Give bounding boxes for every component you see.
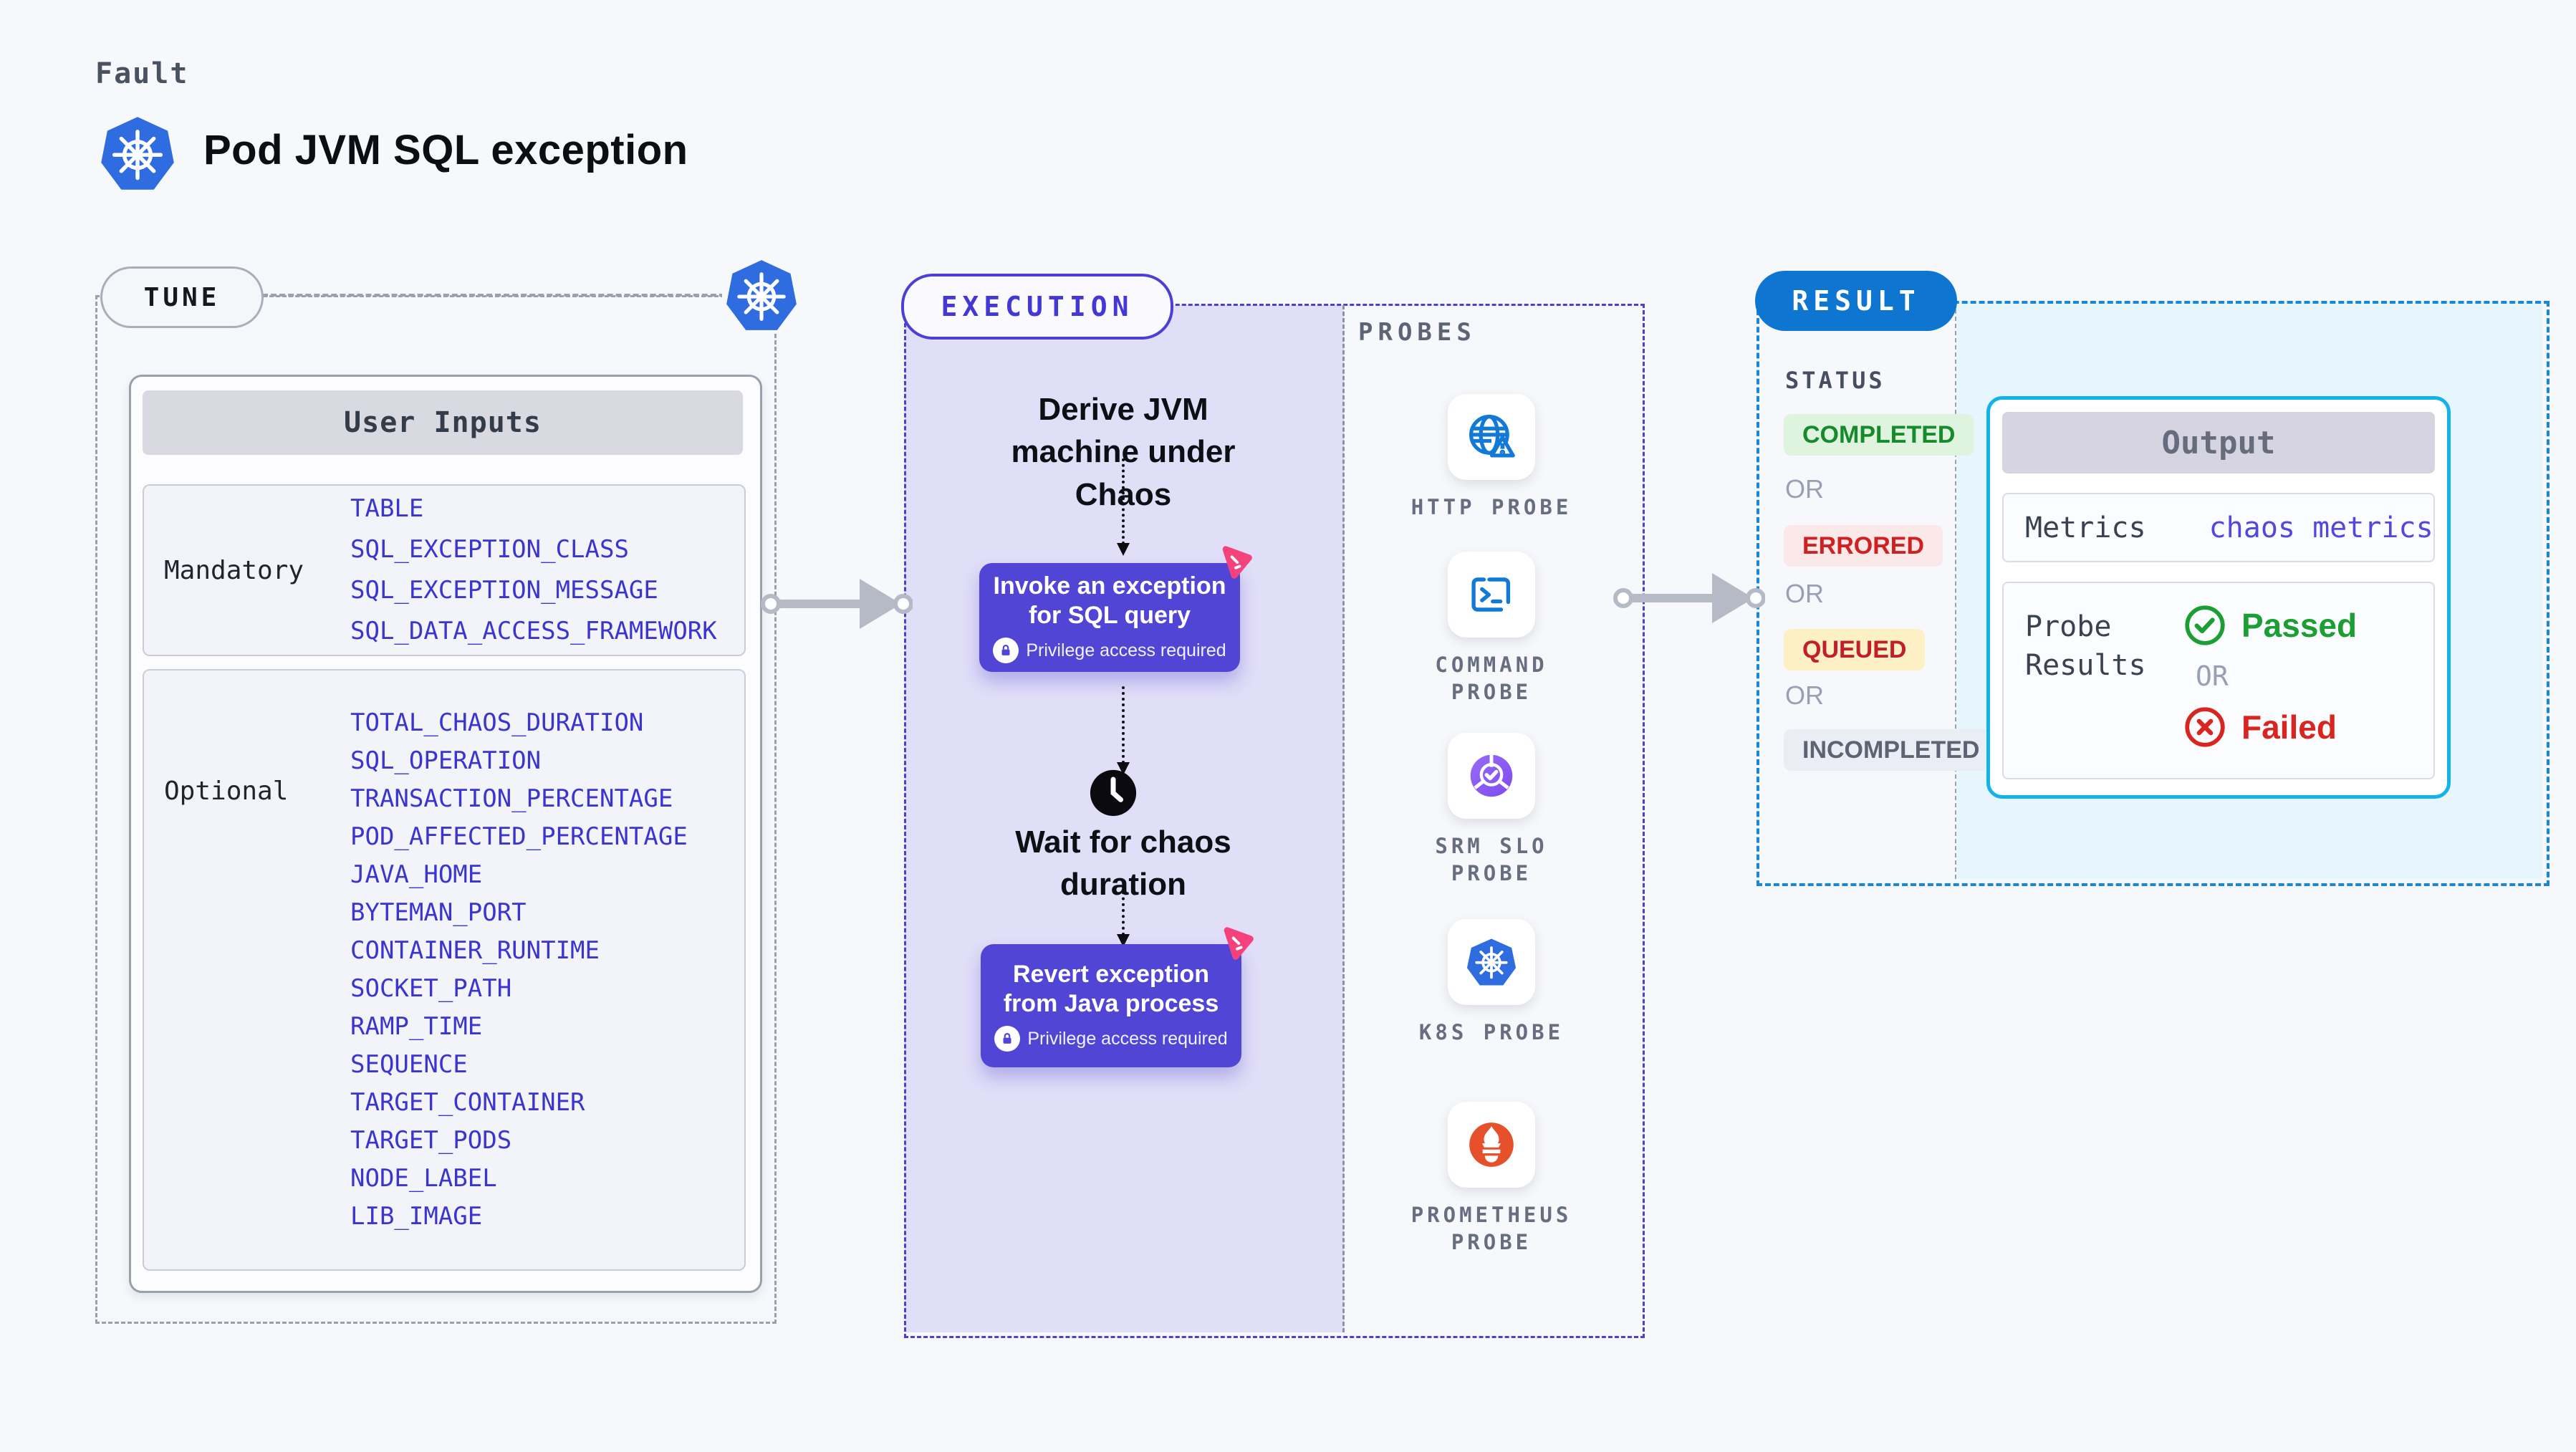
execution-pill: EXECUTION: [901, 274, 1173, 340]
output-header: Output: [2002, 412, 2435, 473]
execution-pill-label: EXECUTION: [941, 291, 1134, 322]
optional-params-box: Optional TOTAL_CHAOS_DURATION SQL_OPERAT…: [143, 669, 746, 1271]
litmus-chaos-icon: [1222, 546, 1252, 579]
failed-line: Failed: [2183, 703, 2357, 751]
status-badge-incompleted: INCOMPLETED: [1784, 729, 1999, 771]
user-inputs-header: User Inputs: [143, 390, 743, 455]
param-item: POD_AFFECTED_PERCENTAGE: [350, 822, 688, 851]
status-badge-errored: ERRORED: [1784, 525, 1943, 567]
fault-kicker: Fault: [95, 57, 189, 90]
metrics-row: Metrics chaos metrics: [2002, 493, 2435, 562]
probe-label: K8S PROBE: [1418, 1020, 1565, 1044]
param-item: TOTAL_CHAOS_DURATION: [350, 708, 644, 737]
check-circle-icon: [2185, 605, 2225, 645]
execution-box: [904, 304, 1645, 1338]
tune-pill: TUNE: [100, 266, 264, 328]
optional-items: TOTAL_CHAOS_DURATION SQL_OPERATION TRANS…: [350, 670, 744, 1269]
param-item: RAMP_TIME: [350, 1012, 483, 1041]
kubernetes-icon: [101, 117, 174, 190]
mandatory-label: Mandatory: [164, 555, 304, 585]
privilege-note: Privilege access required: [993, 638, 1226, 664]
or-separator: OR: [1785, 474, 1824, 504]
probe-label: PROMETHEUS PROBE: [1410, 1203, 1572, 1254]
revert-exception-label: Revert exception from Java process: [1003, 960, 1219, 1017]
probes-divider-line: [1342, 305, 1345, 1332]
param-item: NODE_LABEL: [350, 1164, 497, 1193]
param-item: SQL_OPERATION: [350, 746, 542, 775]
lock-icon: [994, 1026, 1021, 1052]
privilege-note-text: Privilege access required: [1027, 1028, 1228, 1049]
kubernetes-icon: [722, 256, 801, 334]
probe-label: HTTP PROBE: [1410, 495, 1572, 519]
probe-results-label: Probe Results: [2025, 610, 2146, 682]
or-separator: OR: [1785, 681, 1824, 710]
x-circle-icon: [2185, 707, 2225, 747]
probes-heading: PROBES: [1358, 318, 1476, 347]
down-arrow-icon: [1117, 458, 1130, 556]
status-badge-queued: QUEUED: [1784, 629, 1926, 670]
mandatory-params-box: Mandatory TABLE SQL_EXCEPTION_CLASS SQL_…: [143, 484, 746, 656]
command-probe-icon: [1448, 552, 1535, 638]
probe-label: SRM SLO PROBE: [1435, 834, 1548, 885]
param-item: BYTEMAN_PORT: [350, 898, 527, 927]
invoke-exception-label: Invoke an exception for SQL query: [993, 572, 1226, 629]
param-item: LIB_IMAGE: [350, 1202, 483, 1231]
param-item: SQL_EXCEPTION_MESSAGE: [350, 576, 658, 605]
lock-icon: [993, 638, 1019, 664]
param-item: TRANSACTION_PERCENTAGE: [350, 784, 673, 813]
passed-label: Passed: [2241, 607, 2358, 644]
param-item: SQL_EXCEPTION_CLASS: [350, 535, 629, 564]
probe-item-http: HTTP PROBE: [1395, 394, 1587, 521]
probe-item-prometheus: PROMETHEUS PROBE: [1395, 1102, 1587, 1256]
k8s-probe-icon: [1448, 919, 1535, 1005]
metrics-value: chaos metrics: [2209, 511, 2433, 544]
down-arrow-icon: [1117, 686, 1130, 775]
probe-item-srm-slo: SRM SLO PROBE: [1395, 733, 1587, 887]
revert-exception-node: Revert exception from Java process Privi…: [981, 944, 1241, 1067]
optional-label: Optional: [164, 777, 289, 806]
srm-slo-probe-icon: [1448, 733, 1535, 819]
invoke-exception-node: Invoke an exception for SQL query Privil…: [979, 563, 1240, 672]
result-pill-label: RESULT: [1792, 285, 1921, 317]
result-pill: RESULT: [1755, 271, 1957, 331]
param-item: TABLE: [350, 494, 424, 523]
privilege-note-text: Privilege access required: [1026, 640, 1226, 660]
tune-pill-label: TUNE: [143, 282, 221, 312]
param-item: TARGET_CONTAINER: [350, 1088, 585, 1117]
probe-label: COMMAND PROBE: [1435, 653, 1548, 704]
metrics-label: Metrics: [2025, 511, 2146, 544]
or-separator: OR: [1785, 579, 1824, 608]
param-item: JAVA_HOME: [350, 860, 483, 889]
param-item: CONTAINER_RUNTIME: [350, 936, 600, 965]
failed-label: Failed: [2241, 708, 2337, 746]
status-heading: STATUS: [1785, 367, 1885, 394]
flow-arrow-icon: [1613, 573, 1765, 623]
param-item: SQL_DATA_ACCESS_FRAMEWORK: [350, 617, 717, 645]
param-item: SEQUENCE: [350, 1050, 468, 1079]
prometheus-probe-icon: [1448, 1102, 1535, 1188]
privilege-note: Privilege access required: [994, 1026, 1228, 1052]
probe-results-row: Probe Results Passed OR Failed: [2002, 582, 2435, 779]
user-inputs-title: User Inputs: [344, 406, 542, 439]
clock-icon: [1088, 768, 1138, 818]
param-item: TARGET_PODS: [350, 1126, 512, 1155]
output-title: Output: [2161, 424, 2276, 461]
litmus-chaos-icon: [1224, 927, 1254, 960]
http-probe-icon: [1448, 394, 1535, 480]
param-item: SOCKET_PATH: [350, 974, 512, 1003]
or-separator: OR: [2196, 660, 2229, 692]
probe-results-values: Passed OR Failed: [2183, 602, 2357, 751]
status-badge-completed: COMPLETED: [1784, 414, 1974, 456]
page-title: Pod JVM SQL exception: [203, 127, 688, 173]
down-arrow-icon: [1117, 880, 1130, 947]
flow-arrow-icon: [761, 579, 913, 629]
status-divider-line: [1955, 302, 1956, 879]
passed-line: Passed: [2183, 602, 2357, 649]
probe-item-k8s: K8S PROBE: [1395, 919, 1587, 1047]
mandatory-items: TABLE SQL_EXCEPTION_CLASS SQL_EXCEPTION_…: [350, 486, 744, 655]
tune-box: [95, 295, 777, 1324]
probe-item-command: COMMAND PROBE: [1395, 552, 1587, 706]
